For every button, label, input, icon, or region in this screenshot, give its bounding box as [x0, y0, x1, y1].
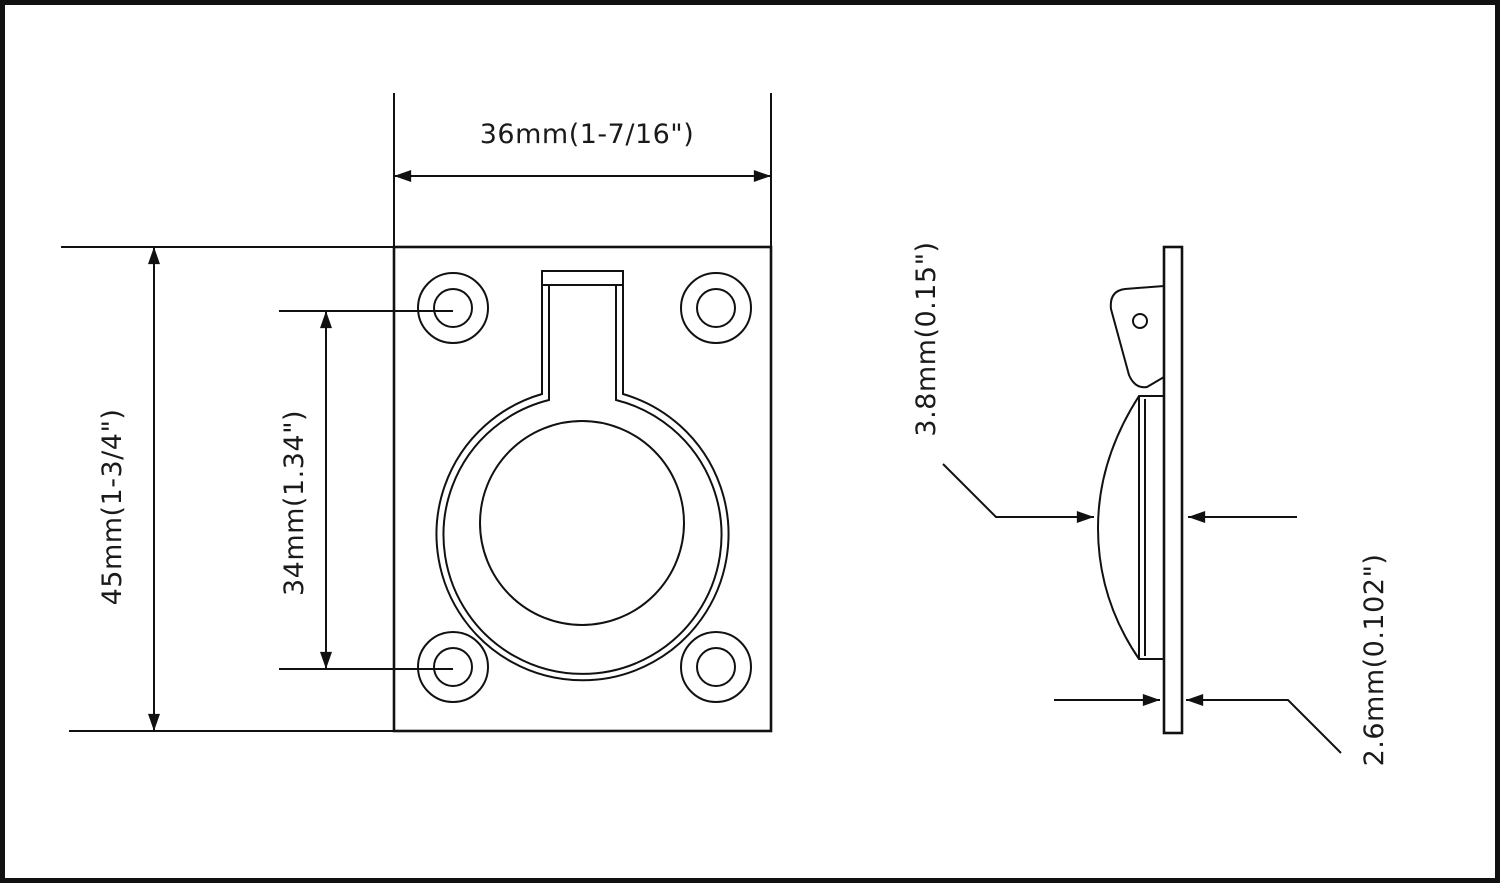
hole-spacing-dimension: 34mm(1.34"): [279, 310, 453, 670]
pull-ring-center-hole: [479, 420, 685, 626]
mounting-plate: [392, 245, 773, 733]
dome-profile: [1096, 395, 1164, 660]
hinge-pin: [1132, 313, 1148, 329]
height-label: 45mm(1-3/4"): [97, 409, 128, 606]
width-label: 36mm(1-7/16"): [480, 119, 695, 150]
hinge-knuckle: [1109, 285, 1165, 389]
hole-spacing-label: 34mm(1.34"): [279, 410, 310, 596]
width-dimension: 36mm(1-7/16"): [393, 93, 772, 247]
thickness-label: 2.6mm(0.102"): [1359, 554, 1390, 767]
thickness-dimension: 2.6mm(0.102"): [1054, 554, 1390, 767]
front-view: 36mm(1-7/16") 45mm(1-3/4") 34mm(1.34"): [61, 93, 773, 733]
screw-hole-bottom-right: [680, 631, 752, 703]
depth-dimension: 3.8mm(0.15"): [911, 241, 1297, 523]
pull-ring-recess: [435, 270, 730, 682]
technical-drawing: 36mm(1-7/16") 45mm(1-3/4") 34mm(1.34"): [61, 93, 1390, 766]
screw-hole-top-left: [417, 272, 489, 344]
side-view: 3.8mm(0.15") 2.6mm(0.102"): [911, 241, 1390, 766]
plate-profile: [1162, 245, 1184, 735]
screw-hole-bottom-left: [417, 631, 489, 703]
depth-label: 3.8mm(0.15"): [911, 241, 942, 436]
height-dimension: 45mm(1-3/4"): [61, 246, 394, 732]
screw-hole-top-right: [680, 272, 752, 344]
